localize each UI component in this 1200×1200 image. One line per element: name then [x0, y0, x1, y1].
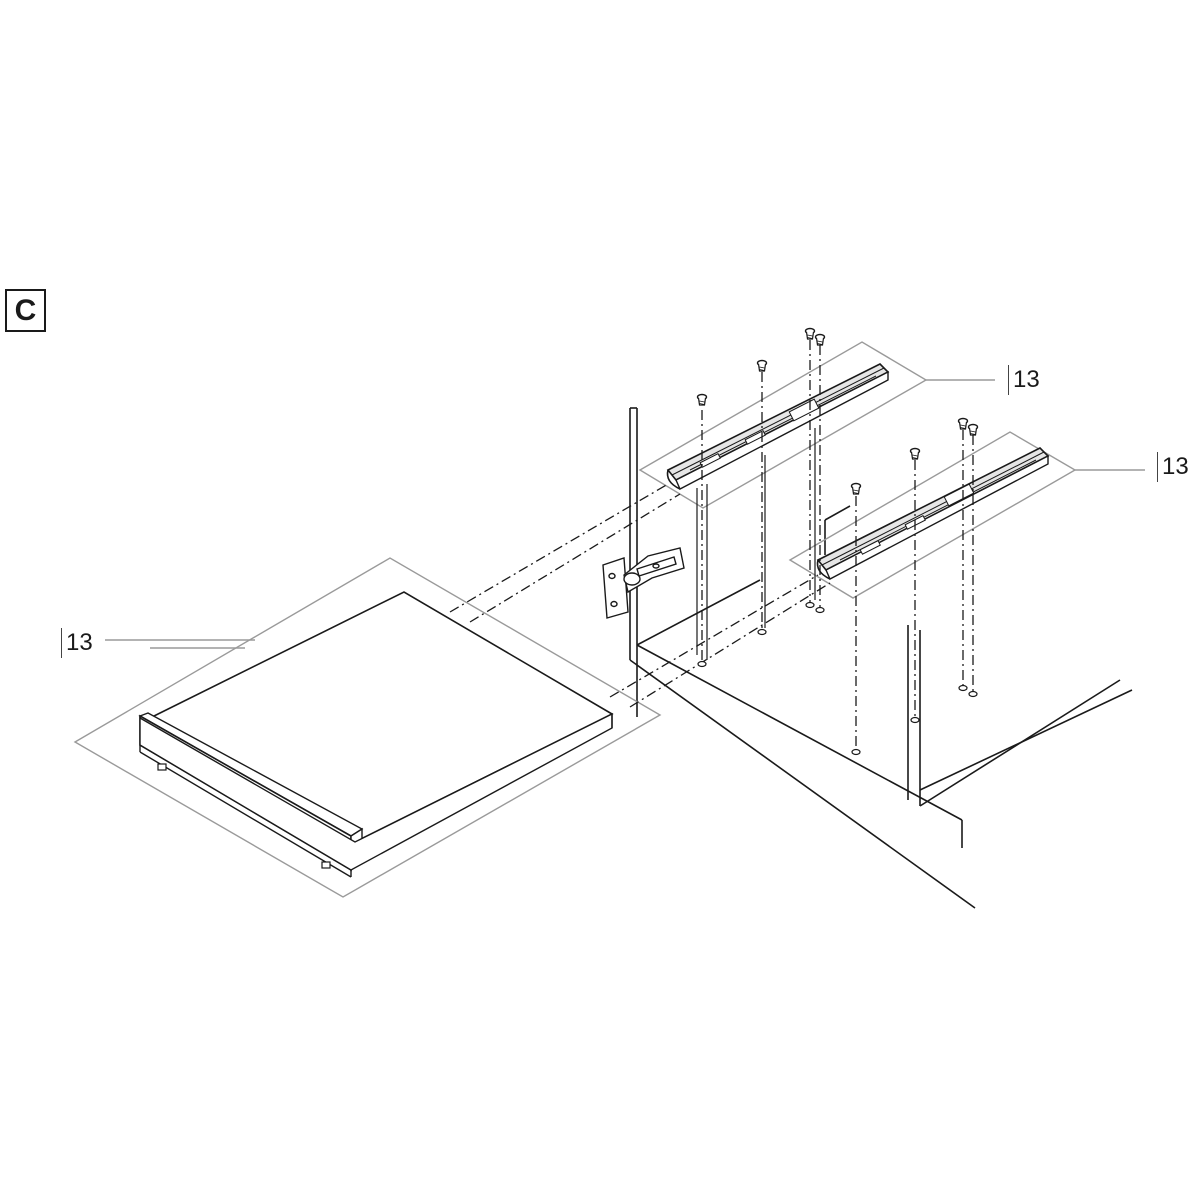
drawer — [73, 557, 662, 898]
screws — [696, 327, 979, 495]
drawer-runner-upper — [638, 341, 928, 509]
drawer-runner-lower — [788, 431, 1077, 599]
step-label: C — [5, 289, 46, 332]
callout-leaders — [105, 379, 1145, 649]
part-number-callout-rail-top: 13 — [1008, 365, 1040, 395]
hinge — [602, 547, 685, 619]
part-number-callout-rail-bottom: 13 — [1157, 452, 1189, 482]
alignment-lines — [449, 340, 974, 750]
part-number-callout-drawer: 13 — [61, 628, 93, 658]
rail-support-lines — [696, 428, 816, 660]
cabinet — [629, 407, 1133, 909]
screw-holes — [697, 601, 978, 756]
